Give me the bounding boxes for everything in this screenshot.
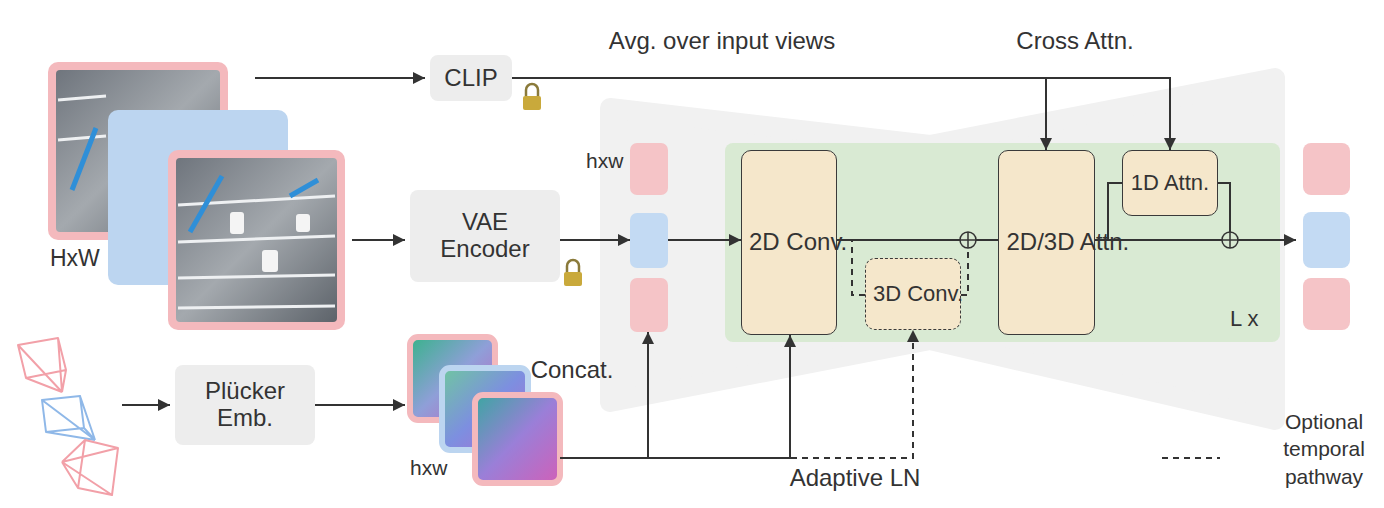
- embedding-box: Plücker Emb.: [175, 365, 315, 445]
- node-label: L x: [1230, 307, 1259, 332]
- lock-icon: [564, 260, 582, 286]
- node-label: 1D Attn.: [1131, 171, 1209, 196]
- residual-wire: [1218, 183, 1230, 232]
- encoder-box: VAE Encoder: [410, 190, 560, 282]
- latent-squares: [630, 143, 668, 332]
- photo: [176, 158, 337, 322]
- input-arrow: [255, 77, 425, 79]
- shelf-item: [230, 212, 244, 234]
- latent-square: [630, 213, 668, 268]
- input-images: [48, 62, 345, 330]
- camera-frustum: [42, 396, 95, 440]
- camera-frustum: [18, 338, 66, 392]
- node-label: 2D Conv.: [749, 229, 829, 256]
- connector: [512, 78, 1046, 150]
- shelf-line: [178, 275, 335, 278]
- shelf-line: [178, 196, 335, 205]
- latent-square: [630, 143, 668, 195]
- output-squares: [1303, 143, 1350, 330]
- camera-frustum: [62, 440, 118, 495]
- legend-text: Optional temporal pathway: [1272, 408, 1376, 490]
- connector: [837, 240, 865, 295]
- legend-swatch: [1160, 451, 1222, 465]
- node-label: hxw: [410, 456, 447, 480]
- connector: [1095, 183, 1122, 240]
- node-label: CLIP: [444, 65, 497, 92]
- camera-frustums: [18, 338, 118, 495]
- image-frame: [168, 150, 345, 330]
- connector: [668, 239, 741, 241]
- connector-label: Avg. over input views: [609, 28, 835, 55]
- output-arrow: [1238, 239, 1296, 241]
- output-square: [1303, 143, 1350, 195]
- shelf-tag: [290, 180, 318, 196]
- connector-label: Concat.: [531, 357, 614, 384]
- connector: [315, 404, 405, 406]
- sum-symbol: [960, 232, 976, 248]
- connector: [560, 239, 630, 241]
- shelf-tag: [72, 128, 96, 190]
- temporal-conv-box: 3D Conv.: [865, 258, 961, 330]
- shelf-line: [178, 306, 335, 308]
- shelf-line: [178, 236, 335, 242]
- connector-label: Adaptive LN: [790, 465, 921, 492]
- latent-square: [630, 278, 668, 332]
- shelf-item: [296, 214, 310, 232]
- camera-arrow: [122, 404, 170, 406]
- node-label: 2D/3D Attn.: [1007, 229, 1087, 256]
- lock-icon: [523, 84, 541, 110]
- node-label: hxw: [586, 149, 623, 173]
- node-label: Plücker Emb.: [195, 378, 295, 432]
- attention-box: 2D/3D Attn.: [998, 150, 1095, 335]
- conv-box: 2D Conv.: [741, 150, 837, 335]
- shelf-line: [58, 96, 106, 100]
- connector-label: Cross Attn.: [1016, 28, 1133, 55]
- unet-block: 2D Conv. 3D Conv. 2D/3D Attn. 1D Attn. L x: [725, 143, 1280, 342]
- connector: [560, 335, 790, 458]
- legend-item: Optional temporal pathway: [1160, 408, 1376, 498]
- output-square: [1303, 212, 1350, 268]
- connector: [512, 78, 1170, 150]
- residual-wire: [1095, 239, 1222, 241]
- input-arrow: [352, 239, 405, 241]
- latent-stack: hxw: [630, 143, 668, 332]
- shelf-tag: [190, 176, 222, 232]
- size-label: HxW: [50, 246, 100, 272]
- shelf-item: [262, 250, 278, 272]
- panel-fill-layer: [725, 143, 1280, 342]
- connector: [560, 332, 648, 458]
- sum-symbol: [1222, 232, 1238, 248]
- shelf-line: [58, 136, 106, 140]
- ray-map: [475, 395, 560, 483]
- connector: [560, 330, 913, 458]
- legend-line: [1162, 457, 1220, 459]
- node-label: 3D Conv.: [873, 282, 953, 307]
- encoder-box: CLIP: [430, 55, 512, 101]
- attention-box: 1D Attn.: [1122, 150, 1218, 216]
- wires: [122, 78, 1296, 405]
- panel-fill: [725, 143, 1280, 342]
- node-label: VAE Encoder: [435, 209, 535, 263]
- output-square: [1303, 278, 1350, 330]
